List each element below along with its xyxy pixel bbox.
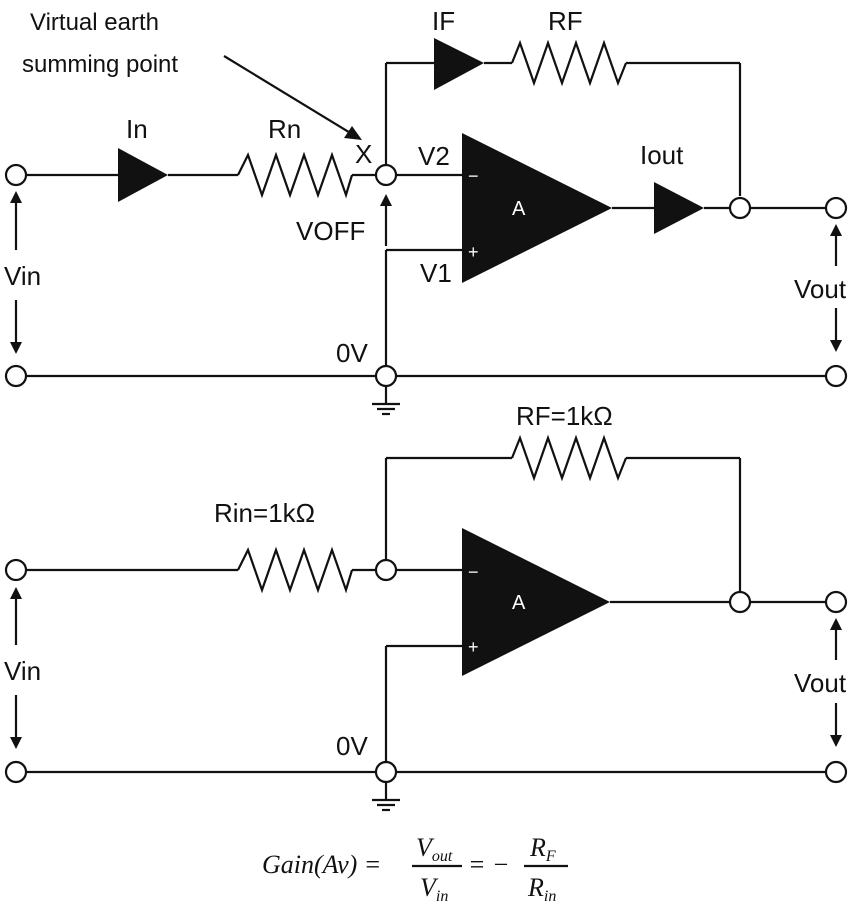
top-rf-label: RF <box>548 6 583 36</box>
top-vout-terminal <box>824 196 848 220</box>
top-vin-head-down <box>10 342 22 354</box>
top-op-amp <box>462 133 612 283</box>
bottom-vin-head-up <box>10 587 22 599</box>
bottom-op-amp <box>462 528 610 676</box>
bottom-vin-label: Vin <box>4 656 41 686</box>
bottom-rin-resistor <box>237 546 354 594</box>
bottom-vout-head-up <box>830 618 842 630</box>
bottom-vin-head-down <box>10 737 22 749</box>
top-if-arrow <box>434 38 484 90</box>
formula-den2: Rin <box>527 873 556 905</box>
annotation-pointer-head <box>344 126 362 140</box>
top-out-node <box>728 196 752 220</box>
bottom-minus-sign: − <box>468 562 479 582</box>
top-rn-label: Rn <box>268 114 301 144</box>
bottom-gnd-right-terminal <box>824 760 848 784</box>
formula-lhs: Gain(Av) = <box>262 850 381 879</box>
annotation-line2: summing point <box>22 51 178 78</box>
bottom-gnd-node <box>374 760 398 784</box>
bottom-rin-label: Rin=1kΩ <box>214 498 315 528</box>
formula-equals-minus: = − <box>468 850 510 879</box>
bottom-summing-node <box>374 558 398 582</box>
bottom-out-node <box>728 590 752 614</box>
annotation-pointer <box>223 55 353 135</box>
formula-num2: RF <box>529 833 556 865</box>
top-gnd-right-terminal <box>824 364 848 388</box>
top-if-label: IF <box>432 6 455 36</box>
top-v2-label: V2 <box>418 141 450 171</box>
bottom-vout-label: Vout <box>794 668 847 698</box>
bottom-vout-head-down <box>830 735 842 747</box>
top-zero-v-label: 0V <box>336 338 368 368</box>
top-vin-terminal <box>4 163 28 187</box>
bottom-gnd-left-terminal <box>4 760 28 784</box>
top-voff-label: VOFF <box>296 216 365 246</box>
bottom-vin-terminal <box>4 558 28 582</box>
gain-formula: Gain(Av) = Vout Vin = − RF Rin <box>262 833 568 905</box>
top-in-label: In <box>126 114 148 144</box>
bottom-zero-v-label: 0V <box>336 731 368 761</box>
top-vout-head-up <box>830 224 842 236</box>
bottom-ground-symbol <box>372 782 400 812</box>
formula-den1: Vin <box>420 873 448 905</box>
top-vin-label: Vin <box>4 261 41 291</box>
top-gnd-left-terminal <box>4 364 28 388</box>
top-rn-resistor <box>237 151 354 199</box>
annotation-line1: Virtual earth <box>30 9 159 36</box>
bottom-rf-label: RF=1kΩ <box>516 401 613 431</box>
top-iout-arrow <box>654 182 704 234</box>
top-amp-label: A <box>512 198 526 220</box>
bottom-circuit: A − + <box>4 401 848 812</box>
top-gnd-node <box>374 364 398 388</box>
top-circuit: A − + <box>4 6 848 416</box>
top-v1-label: V1 <box>420 258 452 288</box>
top-vout-label: Vout <box>794 274 847 304</box>
top-voff-arrow-head <box>380 194 392 206</box>
top-plus-sign: + <box>468 242 479 262</box>
formula-num1: Vout <box>416 833 453 865</box>
top-rf-resistor <box>510 39 628 87</box>
top-in-arrow <box>118 148 168 202</box>
top-node-x-label: X <box>355 139 372 169</box>
bottom-vout-terminal <box>824 590 848 614</box>
bottom-rf-resistor <box>510 434 628 482</box>
top-vout-head-down <box>830 340 842 352</box>
bottom-amp-label: A <box>512 592 526 614</box>
top-vin-head-up <box>10 191 22 203</box>
bottom-plus-sign: + <box>468 637 479 657</box>
top-minus-sign: − <box>468 166 479 186</box>
top-summing-node <box>374 163 398 187</box>
top-iout-label: Iout <box>640 140 684 170</box>
top-ground-symbol <box>372 386 400 416</box>
